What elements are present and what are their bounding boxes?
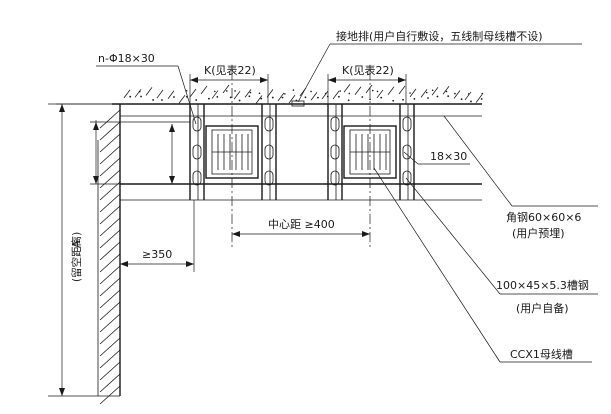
center-lines xyxy=(231,70,371,250)
leader-busway xyxy=(373,167,592,363)
leader-channel xyxy=(405,177,598,295)
k-left-label: K(见表22) xyxy=(204,63,256,77)
angle-steel-label-2: (用户预埋) xyxy=(512,226,565,240)
dim-center xyxy=(232,231,370,237)
slotted-holes xyxy=(192,116,412,186)
hole-spec-label: n-Φ18×30 xyxy=(98,52,155,65)
dim-a-label: A xyxy=(70,240,83,248)
dim-350 xyxy=(120,200,195,272)
ground-bar xyxy=(291,100,305,107)
floor-slab xyxy=(112,84,484,105)
channel-steel-members xyxy=(189,104,415,200)
angle-steel xyxy=(120,115,482,201)
dim-vertical-left xyxy=(90,120,190,185)
concrete-texture xyxy=(123,84,484,104)
channel-label-2: (用户自备) xyxy=(516,301,569,315)
wall-hatch xyxy=(97,109,121,405)
channel-label-1: 100×45×5.3槽钢 xyxy=(496,279,589,292)
left-wall xyxy=(97,104,121,405)
k-right-label: K(见表22) xyxy=(342,63,394,77)
leader-hole xyxy=(96,65,197,125)
dim-a xyxy=(48,103,120,397)
center-distance-label: 中心距 ≥400 xyxy=(268,218,335,231)
leader-angle-steel xyxy=(443,115,598,207)
ground-bar-label: 接地排(用户自行敷设，五线制母线槽不设) xyxy=(336,29,543,43)
dim-a-note: (留空距离) xyxy=(70,232,83,282)
busway-label: CCX1母线槽 xyxy=(510,347,573,361)
leader-ground-bar xyxy=(297,43,582,103)
angle-steel-label-1: 角钢60×60×6 xyxy=(506,211,581,224)
leader-slot xyxy=(403,151,470,165)
slot-label: 18×30 xyxy=(430,150,467,163)
gap-350-label: ≥350 xyxy=(142,248,172,261)
dim-k xyxy=(189,74,407,104)
